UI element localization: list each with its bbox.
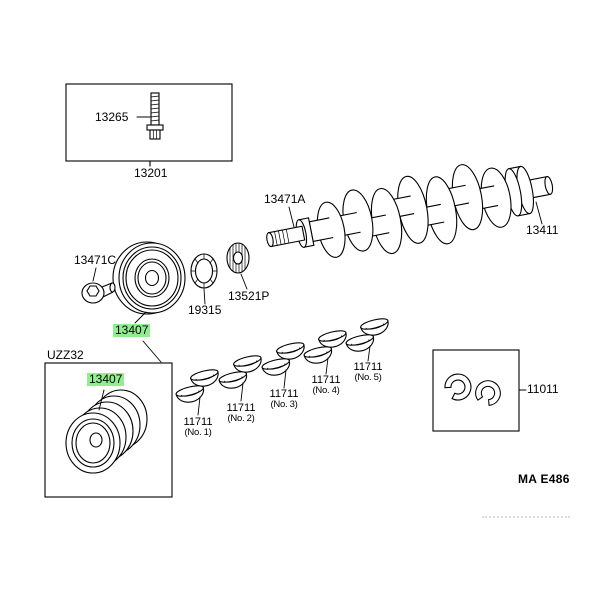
bearing-position: (No. 3) (270, 399, 298, 411)
watermark-dots (482, 516, 570, 518)
bearing-position: (No. 5) (354, 372, 382, 384)
part-label-13201: 13201 (134, 166, 168, 180)
bearing-label-no3: 11711 (No. 3) (261, 388, 307, 411)
bearing-label-no5: 11711 (No. 5) (345, 361, 391, 384)
part-label-19315: 19315 (188, 303, 222, 317)
part-label-13407-variant-highlighted[interactable]: 13407 (87, 372, 125, 387)
bearing-number: 11711 (183, 416, 213, 428)
variant-pulley-drawing (65, 389, 148, 474)
crankshaft-drawing (266, 164, 554, 258)
bolt-drawing (146, 92, 164, 140)
bearing-position: (No. 4) (312, 385, 340, 397)
part-label-13411: 13411 (526, 223, 559, 237)
part-label-11011: 11011 (527, 382, 559, 396)
part-label-13471A: 13471A (264, 192, 306, 206)
bearing-number: 11711 (311, 374, 341, 386)
part-label-13471C: 13471C (74, 253, 117, 267)
part-label-13407-highlighted[interactable]: 13407 (113, 323, 151, 338)
bearing-number: 11711 (226, 402, 256, 414)
diagram-code-label: MA E486 (518, 472, 570, 486)
bearing-number: 11711 (353, 361, 383, 373)
variant-code-label: UZZ32 (47, 348, 84, 362)
bearing-label-no4: 11711 (No. 4) (303, 374, 349, 397)
part-label-13265: 13265 (95, 110, 129, 124)
leader-lines (92, 116, 543, 416)
variant-box-drawing (44, 362, 173, 498)
crankshaft-pulley-drawing (112, 241, 186, 315)
timing-gear-drawing (226, 242, 250, 274)
bearing-position: (No. 1) (184, 427, 212, 439)
pulley-bolt-drawing (81, 282, 116, 304)
bearing-label-no2: 11711 (No. 2) (218, 402, 264, 425)
rotor-ring-drawing (190, 253, 218, 289)
thrust-washer-box-drawing (432, 349, 520, 432)
bearing-number: 11711 (269, 388, 299, 400)
bolt-box-drawing (65, 83, 233, 167)
part-label-13521P: 13521P (228, 289, 270, 303)
bearing-position: (No. 2) (227, 413, 255, 425)
bearing-label-no1: 11711 (No. 1) (175, 416, 221, 439)
